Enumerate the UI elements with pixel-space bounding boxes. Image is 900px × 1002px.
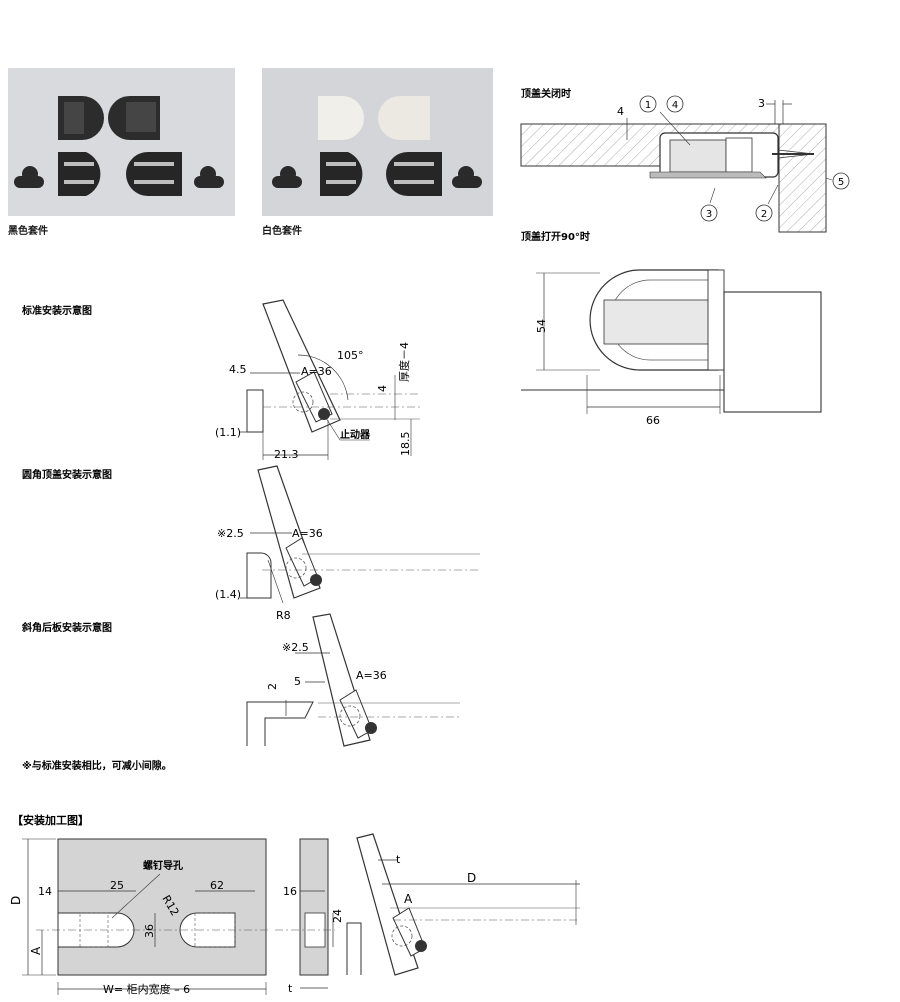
standard-dim-4-5: 4.5 — [229, 363, 247, 376]
standard-dim-18-5: 18.5 — [399, 432, 412, 457]
open-dim-54: 54 — [535, 319, 548, 333]
callout-2: 2 — [755, 204, 773, 222]
screw-hole-label: 螺钉导孔 — [143, 859, 183, 872]
bevel-dim-5: 5 — [294, 675, 301, 688]
standard-install-diagram: 标准安装示意图 105° 4.5 A=36 4 厚度－4 18.5 (1.1) … — [21, 299, 420, 461]
callout-1: 1 — [639, 95, 657, 113]
machining-diagram: D A 14 25 62 螺钉导孔 R12 36 W= 柜内宽度 – 6 16 … — [9, 833, 580, 996]
open-dim-66: 66 — [646, 414, 660, 427]
machining-dim-36: 36 — [143, 924, 156, 938]
closed-view-title: 顶盖关闭时 — [521, 87, 571, 100]
machining-dim-A: A — [29, 946, 43, 955]
closed-dim-3: 3 — [758, 97, 765, 110]
open-view-title: 顶盖打开90°时 — [521, 230, 590, 243]
standard-angle: 105° — [337, 349, 364, 362]
bevel-dim-2: 2 — [266, 683, 279, 690]
closed-dim-4: 4 — [617, 105, 624, 118]
lid-dim-t: t — [396, 853, 401, 866]
standard-dim-21-3: 21.3 — [274, 448, 299, 461]
standard-dim-1-1: (1.1) — [215, 426, 241, 439]
standard-thickness: 厚度－4 — [397, 342, 411, 382]
side-dim-24: 24 — [331, 909, 344, 923]
callout-3: 3 — [700, 204, 718, 222]
white-kit-caption: 白色套件 — [262, 226, 302, 237]
black-kit-photo — [8, 68, 235, 216]
black-kit-caption: 黑色套件 — [8, 226, 48, 237]
callout-1-label: 1 — [645, 100, 651, 111]
machining-dim-25: 25 — [110, 879, 124, 892]
machining-dim-D: D — [9, 896, 23, 905]
machining-width-label: W= 柜内宽度 – 6 — [103, 982, 190, 996]
lid-dim-D: D — [467, 871, 476, 885]
round-lid-install-diagram: 圆角顶盖安装示意图 ※2.5 A=36 (1.4) R8 — [22, 465, 480, 622]
round-dim-2-5: ※2.5 — [217, 527, 244, 540]
stopper-label: 止动器 — [340, 428, 371, 441]
bevel-dim-2-5: ※2.5 — [282, 641, 309, 654]
round-dim-1-4: (1.4) — [215, 588, 241, 601]
round-dim-R8: R8 — [276, 609, 291, 622]
side-dim-16: 16 — [283, 885, 297, 898]
callout-4-label: 4 — [672, 100, 678, 111]
standard-dim-4: 4 — [376, 385, 389, 392]
round-title: 圆角顶盖安装示意图 — [22, 468, 112, 481]
white-kit-parts — [272, 96, 482, 196]
callout-5-label: 5 — [838, 177, 844, 188]
black-kit-parts — [14, 96, 224, 196]
callout-4: 4 — [666, 95, 684, 113]
reduce-gap-note: ※与标准安装相比，可减小间隙。 — [22, 759, 172, 772]
standard-title: 标准安装示意图 — [21, 304, 92, 317]
closed-view-diagram: 顶盖关闭时 3 4 1 4 3 2 — [520, 87, 850, 233]
round-dim-A: A=36 — [292, 527, 323, 540]
bevel-install-diagram: 斜角后板安装示意图 ※2.5 5 2 A=36 — [21, 613, 460, 747]
machining-title: 【安装加工图】 — [12, 813, 89, 827]
bevel-dim-A: A=36 — [356, 669, 387, 682]
machining-dim-62: 62 — [210, 879, 224, 892]
open-view-diagram: 顶盖打开90°时 54 66 — [521, 230, 822, 427]
bevel-title: 斜角后板安装示意图 — [21, 621, 112, 634]
lid-dim-A: A — [404, 892, 413, 906]
callout-5: 5 — [832, 172, 850, 190]
callout-2-label: 2 — [761, 209, 767, 220]
machining-dim-14: 14 — [38, 885, 52, 898]
white-kit-photo — [262, 68, 493, 216]
side-dim-t: t — [288, 982, 293, 995]
standard-dim-A: A=36 — [301, 365, 332, 378]
callout-3-label: 3 — [706, 209, 712, 220]
